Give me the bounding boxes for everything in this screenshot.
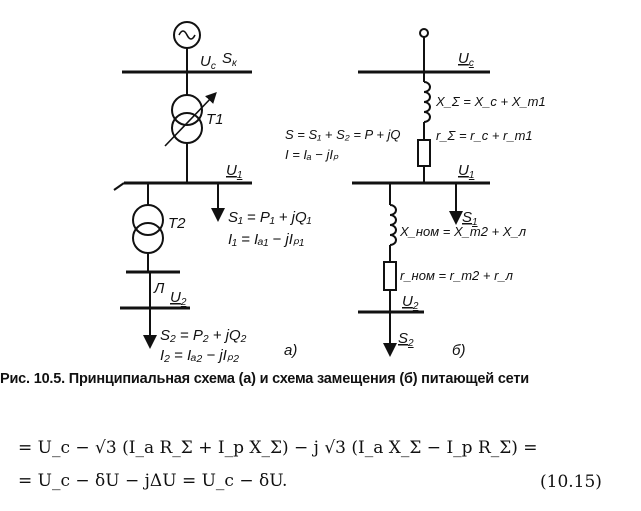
resistor-r-nom [383,261,397,291]
bus-1-label-a: U1 [226,162,242,181]
equation-number: (10.15) [540,472,602,492]
line-l-label: Л [153,280,165,297]
t1-label: T1 [206,111,224,128]
t1-regulation-arrow [164,91,217,147]
equation-line-1: = U_c − √3 (I_a R_Σ + I_p X_Σ) − j √3 (I… [18,438,538,458]
t2-label: T2 [168,215,186,232]
reactance-nom-label: X_ном = X_т2 + X_л [399,224,527,239]
load-2-power-a: S₂ = P₂ + jQ₂ [160,327,247,344]
resistance-total-label: r_Σ = r_c + r_т1 [436,128,533,143]
equation-line-2: = U_c − δU − jΔU = U_c − δU. [18,471,288,491]
transformer-t1-lower [171,112,203,144]
bus-2-label-b: U2 [402,293,419,312]
current-sum-label: I = Iₐ − jIₚ [285,147,339,162]
load-1-label-b: S1 [462,209,478,228]
resistance-nom-label: r_ном = r_т2 + r_л [400,268,514,283]
bus-2-label-a: U2 [170,289,187,308]
load-1-current-a: I₁ = Iₐ₁ − jIₚ₁ [228,231,304,248]
inductor-x-sigma [423,81,431,123]
circuit-diagram: Uc Sк T1 U1 S₁ = P₁ + jQ₁ I₁ = Iₐ₁ − jIₚ… [113,21,546,364]
panel-label-b: б) [452,342,465,359]
source-terminal-icon [419,28,429,38]
bus-top-power-label-a: Sк [222,50,238,69]
generator-sine [178,30,196,40]
inductor-x-nom [389,204,397,246]
load-1-power-a: S₁ = P₁ + jQ₁ [228,209,312,226]
transformer-t1-upper [171,94,203,126]
bus-top-voltage-label-b: Uc [458,50,474,69]
transformer-t2-lower [132,222,164,254]
figure-caption: Рис. 10.5. Принципиальная схема (а) и сх… [0,371,529,387]
resistor-r-sigma [417,139,431,167]
bus-1-label-b: U1 [458,162,474,181]
reactance-total-label: X_Σ = X_c + X_т1 [435,94,546,109]
load-2-current-a: I₂ = Iₐ₂ − jIₚ₂ [160,347,239,364]
transformer-t2-upper [132,204,164,236]
scheme-a [113,21,252,349]
bus-top-voltage-label-a: Uc [200,53,216,72]
load-2-label-b: S2 [398,330,414,349]
panel-label-a: а) [284,342,297,359]
power-sum-label: S = S₁ + S₂ = P + jQ [285,127,401,142]
scheme-b [352,28,490,357]
